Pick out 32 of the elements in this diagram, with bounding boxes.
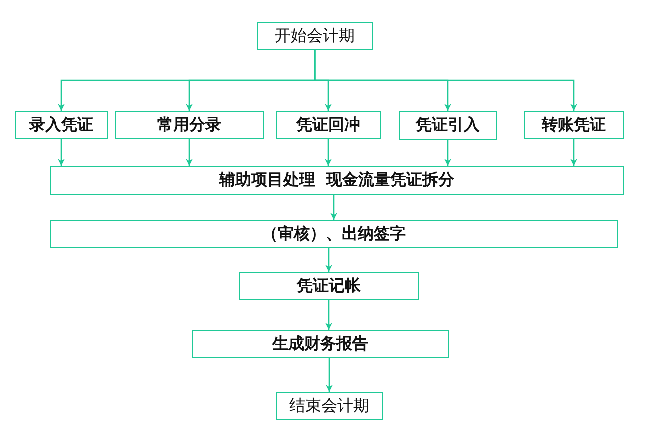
box-label: 结束会计期	[290, 396, 370, 416]
process-box	[524, 111, 624, 139]
box-label: 辅助项目处理 现金流量凭证拆分	[219, 170, 455, 191]
arrow	[326, 358, 333, 392]
arrow	[314, 50, 578, 111]
box-label: 凭证记帐	[297, 276, 361, 296]
box-label: 凭证引入	[416, 115, 480, 136]
process-box	[15, 111, 108, 139]
box-label: 生成财务报告	[272, 334, 368, 354]
process-box	[50, 166, 624, 195]
process-box	[192, 330, 449, 358]
process-box	[276, 111, 381, 139]
arrow	[570, 139, 578, 166]
arrow	[325, 139, 332, 166]
arrow	[444, 140, 452, 166]
arrow	[326, 248, 332, 272]
box-label: 开始会计期	[275, 26, 355, 46]
box-label: 凭证回冲	[296, 114, 360, 136]
process-box	[50, 220, 618, 248]
box-label: 常用分录	[158, 114, 222, 136]
arrow	[326, 300, 332, 330]
arrow	[330, 195, 338, 220]
process-box	[399, 111, 497, 140]
box-label: （审核）、出纳签字	[262, 224, 406, 244]
arrow	[186, 139, 193, 166]
box-label: 录入凭证	[30, 114, 94, 136]
box-label: 转账凭证	[542, 114, 606, 136]
process-box	[115, 111, 264, 139]
arrow	[58, 139, 65, 166]
process-box	[239, 272, 419, 300]
process-box	[276, 392, 383, 420]
process-box	[257, 22, 373, 50]
